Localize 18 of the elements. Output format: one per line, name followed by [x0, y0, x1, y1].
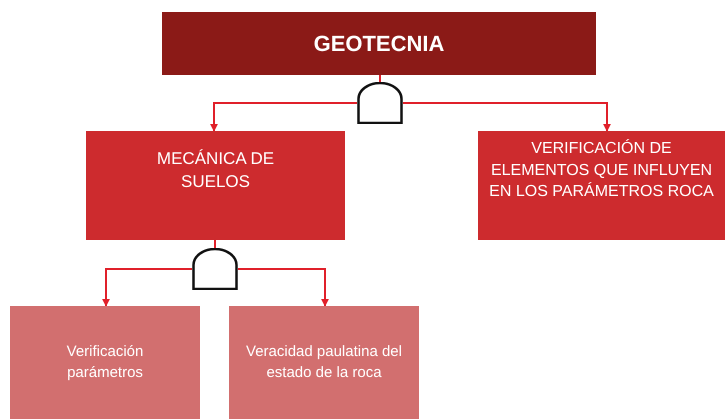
arrow	[403, 102, 611, 132]
arrow	[238, 268, 329, 307]
and-gate-symbol	[357, 82, 403, 124]
node-text: GEOTECNIA	[314, 30, 444, 58]
process-box	[86, 131, 345, 240]
process-box	[10, 306, 200, 419]
and-gate-symbol	[192, 248, 238, 290]
node-text: VERIFICACIÓN DE ELEMENTOS QUE INFLUYEN EN LOS PARÁMETROS ROCA	[488, 138, 715, 202]
node-text: MECÁNICA DE SUELOS	[156, 148, 276, 192]
arrow	[102, 268, 192, 307]
process-box	[478, 131, 725, 240]
node-text: Verificación parámetros	[66, 342, 144, 382]
connector-line	[214, 240, 216, 248]
process-box	[229, 306, 419, 419]
title-box	[162, 12, 596, 75]
connector-line	[379, 75, 381, 82]
arrow	[210, 102, 357, 132]
node-text: Veracidad paulatina del estado de la roca	[245, 342, 403, 382]
